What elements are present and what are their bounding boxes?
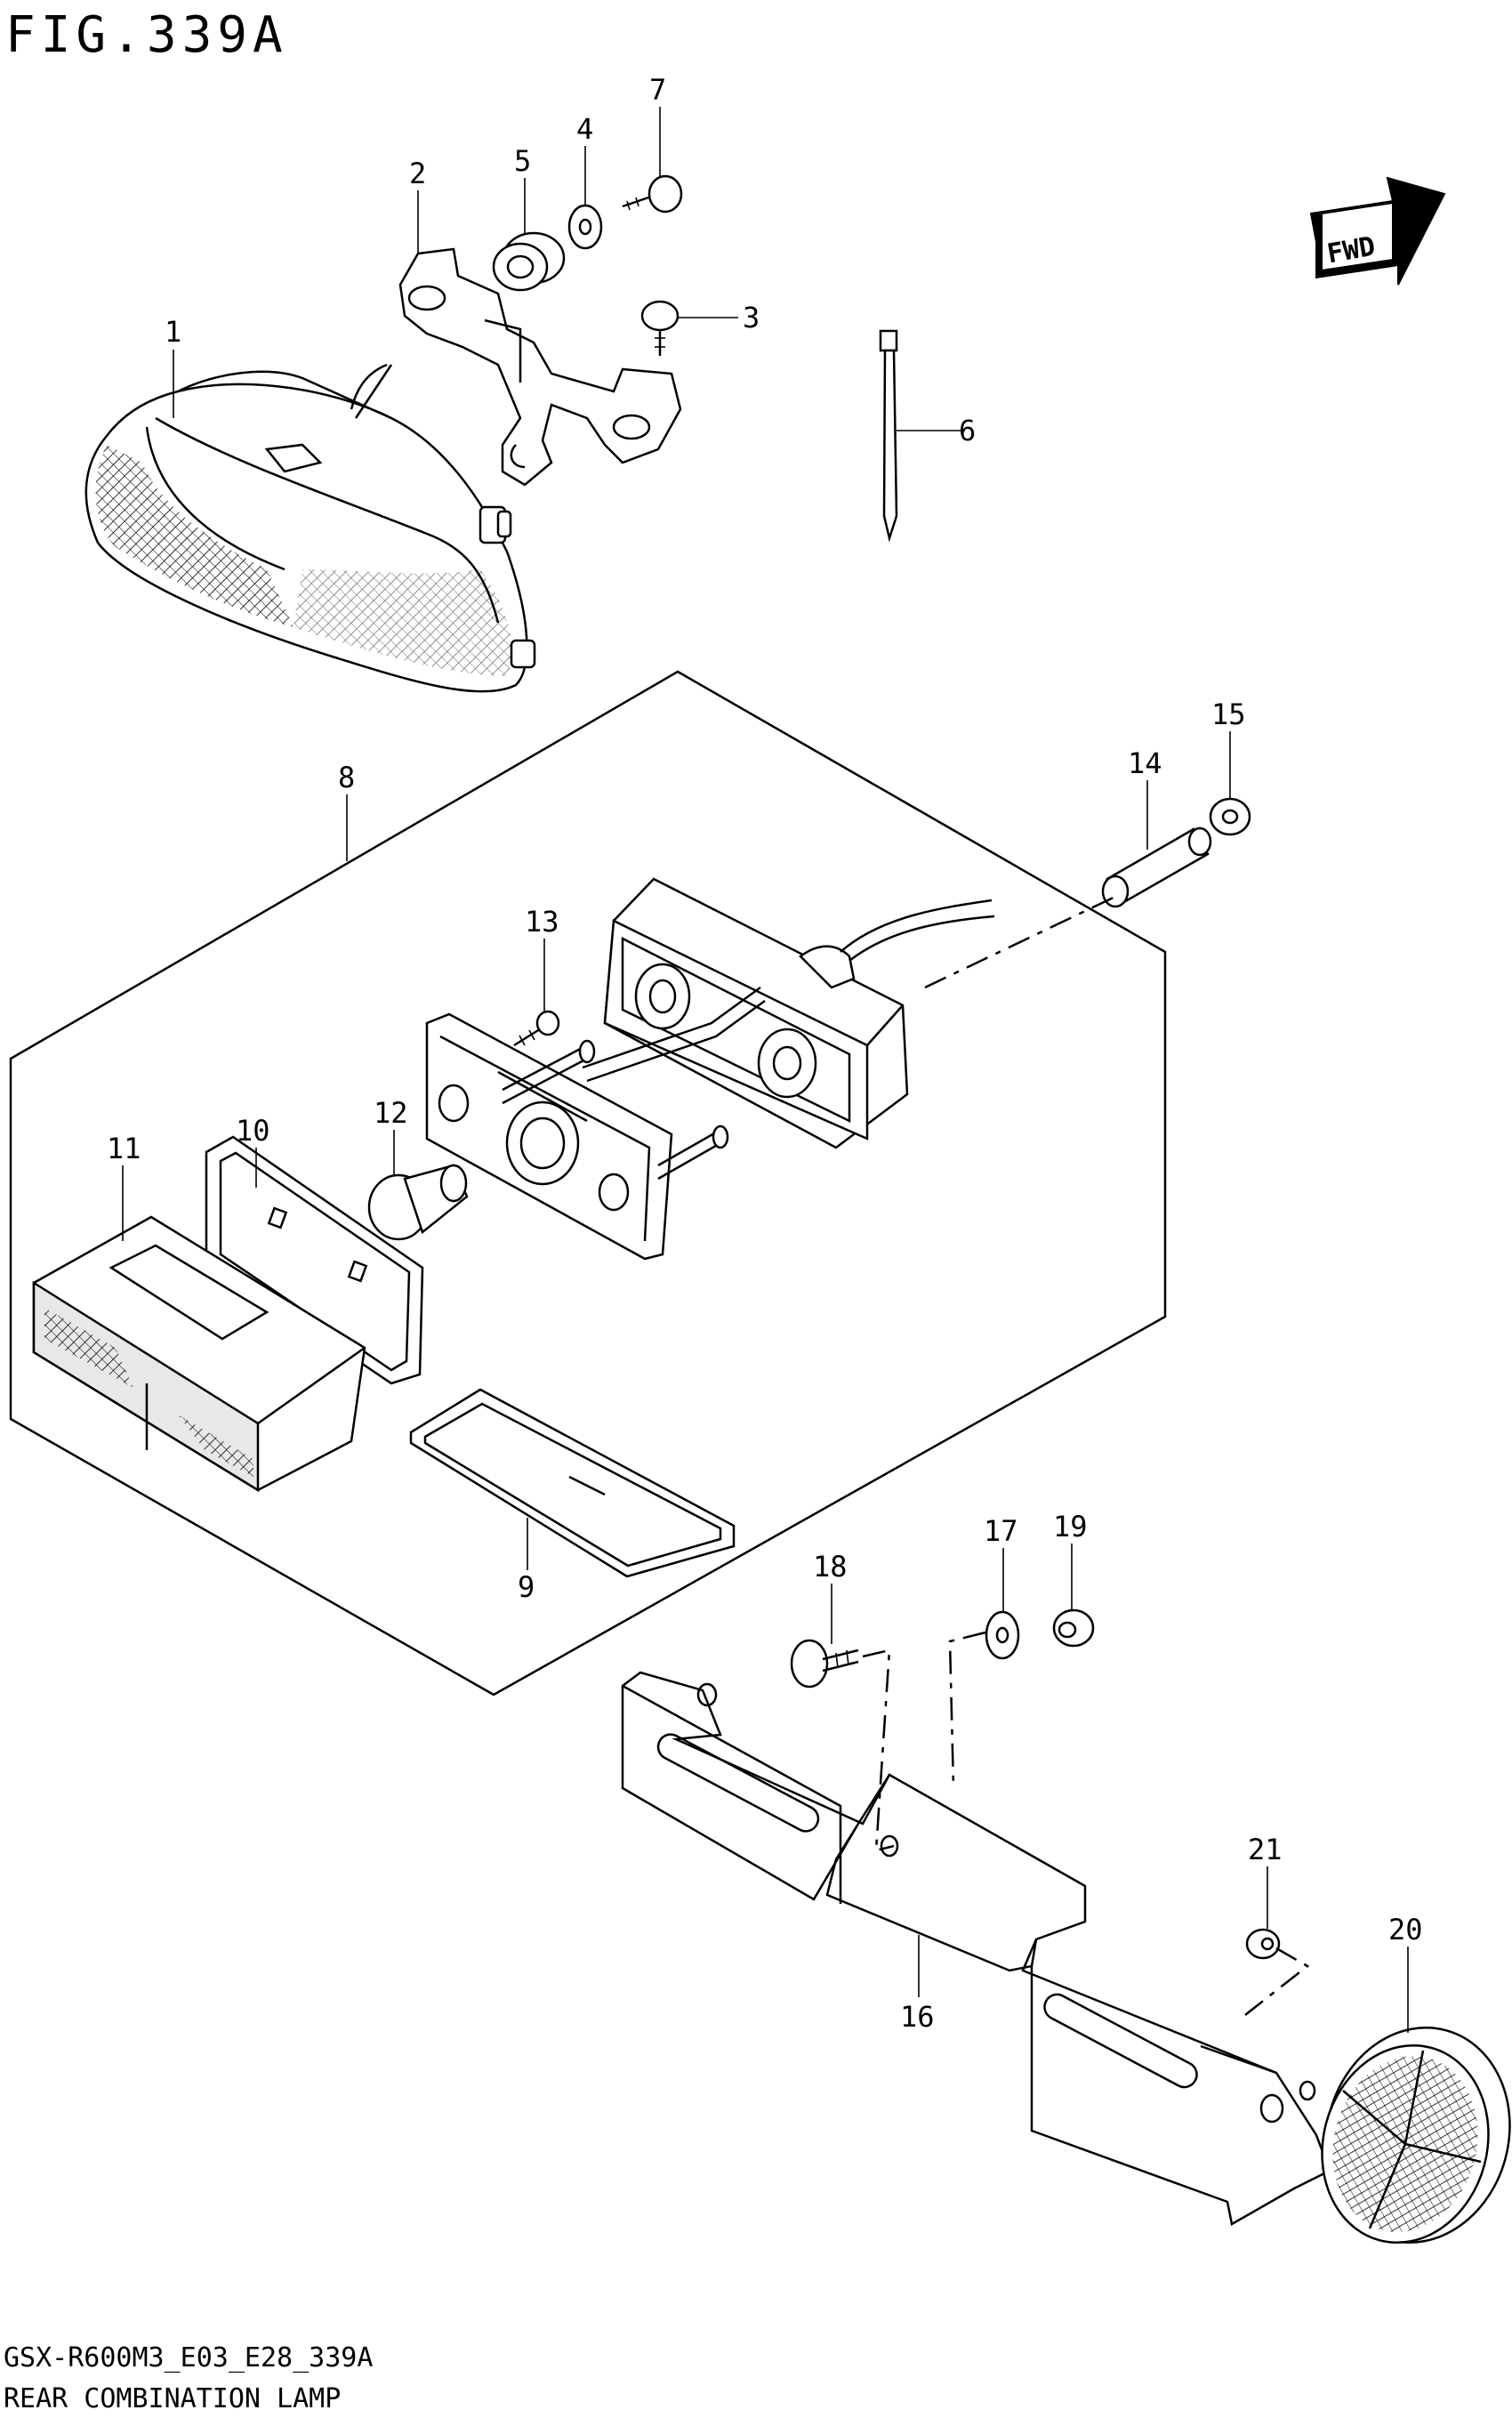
alignment-line-nut	[1244, 1946, 1310, 2016]
collar	[1101, 826, 1212, 908]
nut-19	[1052, 1608, 1095, 1648]
bolt-18	[790, 1639, 859, 1689]
gasket	[205, 1135, 424, 1385]
alignment-line-bolt	[862, 1648, 895, 1852]
callout-14: 14	[1128, 746, 1162, 780]
alignment-line-collar	[924, 892, 1122, 989]
callout-7: 7	[649, 73, 666, 107]
callout-4: 4	[576, 112, 593, 146]
callout-8: 8	[338, 761, 355, 794]
callout-10: 10	[236, 1114, 270, 1148]
license-bracket	[621, 1671, 1331, 2226]
callout-17: 17	[984, 1514, 1018, 1548]
mounting-bracket	[398, 247, 682, 487]
callout-12: 12	[374, 1096, 408, 1130]
mounting-studs	[502, 986, 766, 1181]
license-lamp-lens	[32, 1215, 366, 1493]
figure-code: GSX-R600M3_E03_E28_339A	[4, 2342, 373, 2374]
screw-mid	[640, 300, 680, 356]
callout-11: 11	[107, 1132, 141, 1165]
callout-9: 9	[518, 1570, 535, 1604]
callout-1: 1	[165, 315, 181, 349]
tail-lamp-assembly	[84, 363, 536, 693]
callout-6: 6	[959, 414, 976, 447]
reflector	[1321, 2026, 1511, 2245]
clear-plate	[409, 1388, 736, 1578]
callout-19: 19	[1053, 1510, 1088, 1543]
socket-plate	[425, 1012, 673, 1261]
screw-13	[513, 1010, 560, 1047]
nut-21	[1245, 1928, 1281, 1960]
callout-21: 21	[1248, 1833, 1283, 1866]
assembly-outline	[9, 670, 1167, 1697]
figure-title: FIG.339A	[5, 6, 288, 64]
license-lamp-housing	[603, 877, 995, 1149]
fwd-arrow-badge: FWD	[1309, 176, 1446, 286]
callout-5: 5	[514, 144, 531, 178]
screw-upper	[622, 174, 683, 214]
figure-name: REAR COMBINATION LAMP	[4, 2383, 341, 2414]
cable-tie	[879, 329, 898, 543]
alignment-line-washer	[948, 1631, 986, 1789]
washer-upper	[567, 204, 603, 250]
callout-18: 18	[813, 1550, 848, 1584]
callout-15: 15	[1211, 697, 1246, 731]
bulb	[367, 1164, 469, 1241]
nut-15	[1209, 797, 1251, 836]
callout-20: 20	[1388, 1913, 1423, 1946]
callout-16: 16	[900, 2000, 935, 2034]
callout-13: 13	[525, 905, 559, 939]
callout-2: 2	[409, 157, 426, 190]
grommet	[492, 231, 566, 292]
leader-lines	[122, 107, 1409, 2033]
callout-numbers: 1 2 3 4 5 6 7 8 9 10 11 12 13 14 15 16 1…	[107, 73, 1423, 2034]
washer-17	[985, 1610, 1020, 1660]
callout-3: 3	[743, 301, 760, 334]
